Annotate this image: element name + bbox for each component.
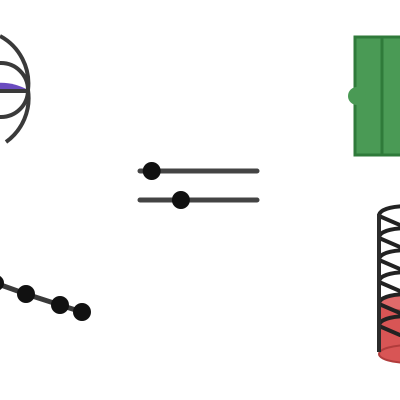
bead [0,276,4,290]
slider-knob-top[interactable] [142,162,161,180]
pie-outline-arc [0,34,31,144]
bead-chain-icon[interactable] [0,275,91,321]
bead [17,285,35,303]
fraction-pie-icon[interactable] [0,34,31,144]
slider-knob-bottom[interactable] [171,191,190,209]
green-block-icon[interactable] [348,35,400,157]
pie-purple-half [0,82,28,90]
bead [73,303,91,321]
cylinder-red-bottom [378,344,400,364]
green-block-handle[interactable] [348,87,366,105]
equal-sliders-icon[interactable] [137,162,260,209]
spring-coils [376,204,400,337]
bead [51,296,69,314]
spring-cylinder-icon[interactable] [376,204,400,364]
bead-chain-line [0,282,85,315]
